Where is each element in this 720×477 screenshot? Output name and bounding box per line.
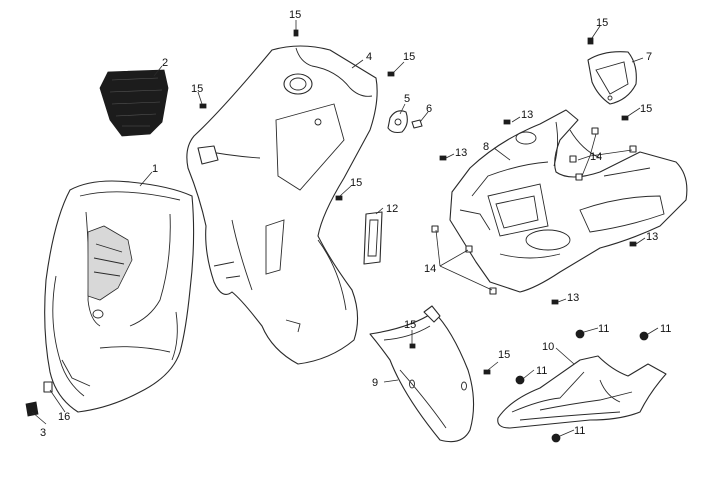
part-3-clip — [25, 401, 39, 417]
callout-2: 2 — [162, 57, 168, 69]
part-8-floor-frame — [449, 109, 688, 293]
callout-15-f: 15 — [640, 103, 652, 115]
part-12-strip — [363, 211, 383, 265]
callout-8: 8 — [483, 141, 489, 153]
callout-11-a: 11 — [598, 323, 609, 335]
part-10-lower-cover — [497, 355, 667, 429]
fasteners — [25, 29, 649, 443]
part-4-inner-leg-shield — [186, 45, 378, 365]
callout-3: 3 — [40, 427, 46, 439]
callout-13-b: 13 — [455, 147, 467, 159]
callout-12: 12 — [386, 203, 398, 215]
part-6-screw — [411, 119, 423, 129]
callout-15-c: 15 — [191, 83, 203, 95]
callout-13-d: 13 — [567, 292, 579, 304]
callout-15-d: 15 — [350, 177, 362, 189]
callout-11-c: 11 — [536, 365, 547, 377]
callout-15-h: 15 — [498, 349, 510, 361]
callout-6: 6 — [426, 103, 432, 115]
callout-7: 7 — [646, 51, 652, 63]
part-7-small-cover — [587, 51, 637, 105]
callout-15-b: 15 — [403, 51, 415, 63]
callout-15-a: 15 — [289, 9, 301, 21]
callout-14-b: 14 — [424, 263, 436, 275]
callout-5: 5 — [404, 93, 410, 105]
callout-4: 4 — [366, 51, 372, 63]
callout-13-a: 13 — [521, 109, 533, 121]
part-2-grille-mesh — [99, 69, 169, 137]
part-5-hook — [387, 110, 408, 134]
callout-13-c: 13 — [646, 231, 658, 243]
callout-9: 9 — [372, 377, 378, 389]
callout-16: 16 — [58, 411, 70, 423]
callout-10: 10 — [542, 341, 554, 353]
callout-15-e: 15 — [596, 17, 608, 29]
leader-lines — [31, 20, 659, 437]
part-16-washer — [43, 381, 53, 393]
callout-1: 1 — [152, 163, 158, 175]
part-1-front-shield — [44, 180, 195, 413]
callout-11-d: 11 — [574, 425, 585, 437]
part-9-side-panel — [369, 305, 475, 443]
callout-15-g: 15 — [404, 319, 416, 331]
callout-14-a: 14 — [590, 151, 602, 163]
callout-labels: 1 2 3 4 5 6 7 8 9 10 11 11 11 11 12 13 1… — [40, 9, 671, 439]
callout-11-b: 11 — [660, 323, 671, 335]
